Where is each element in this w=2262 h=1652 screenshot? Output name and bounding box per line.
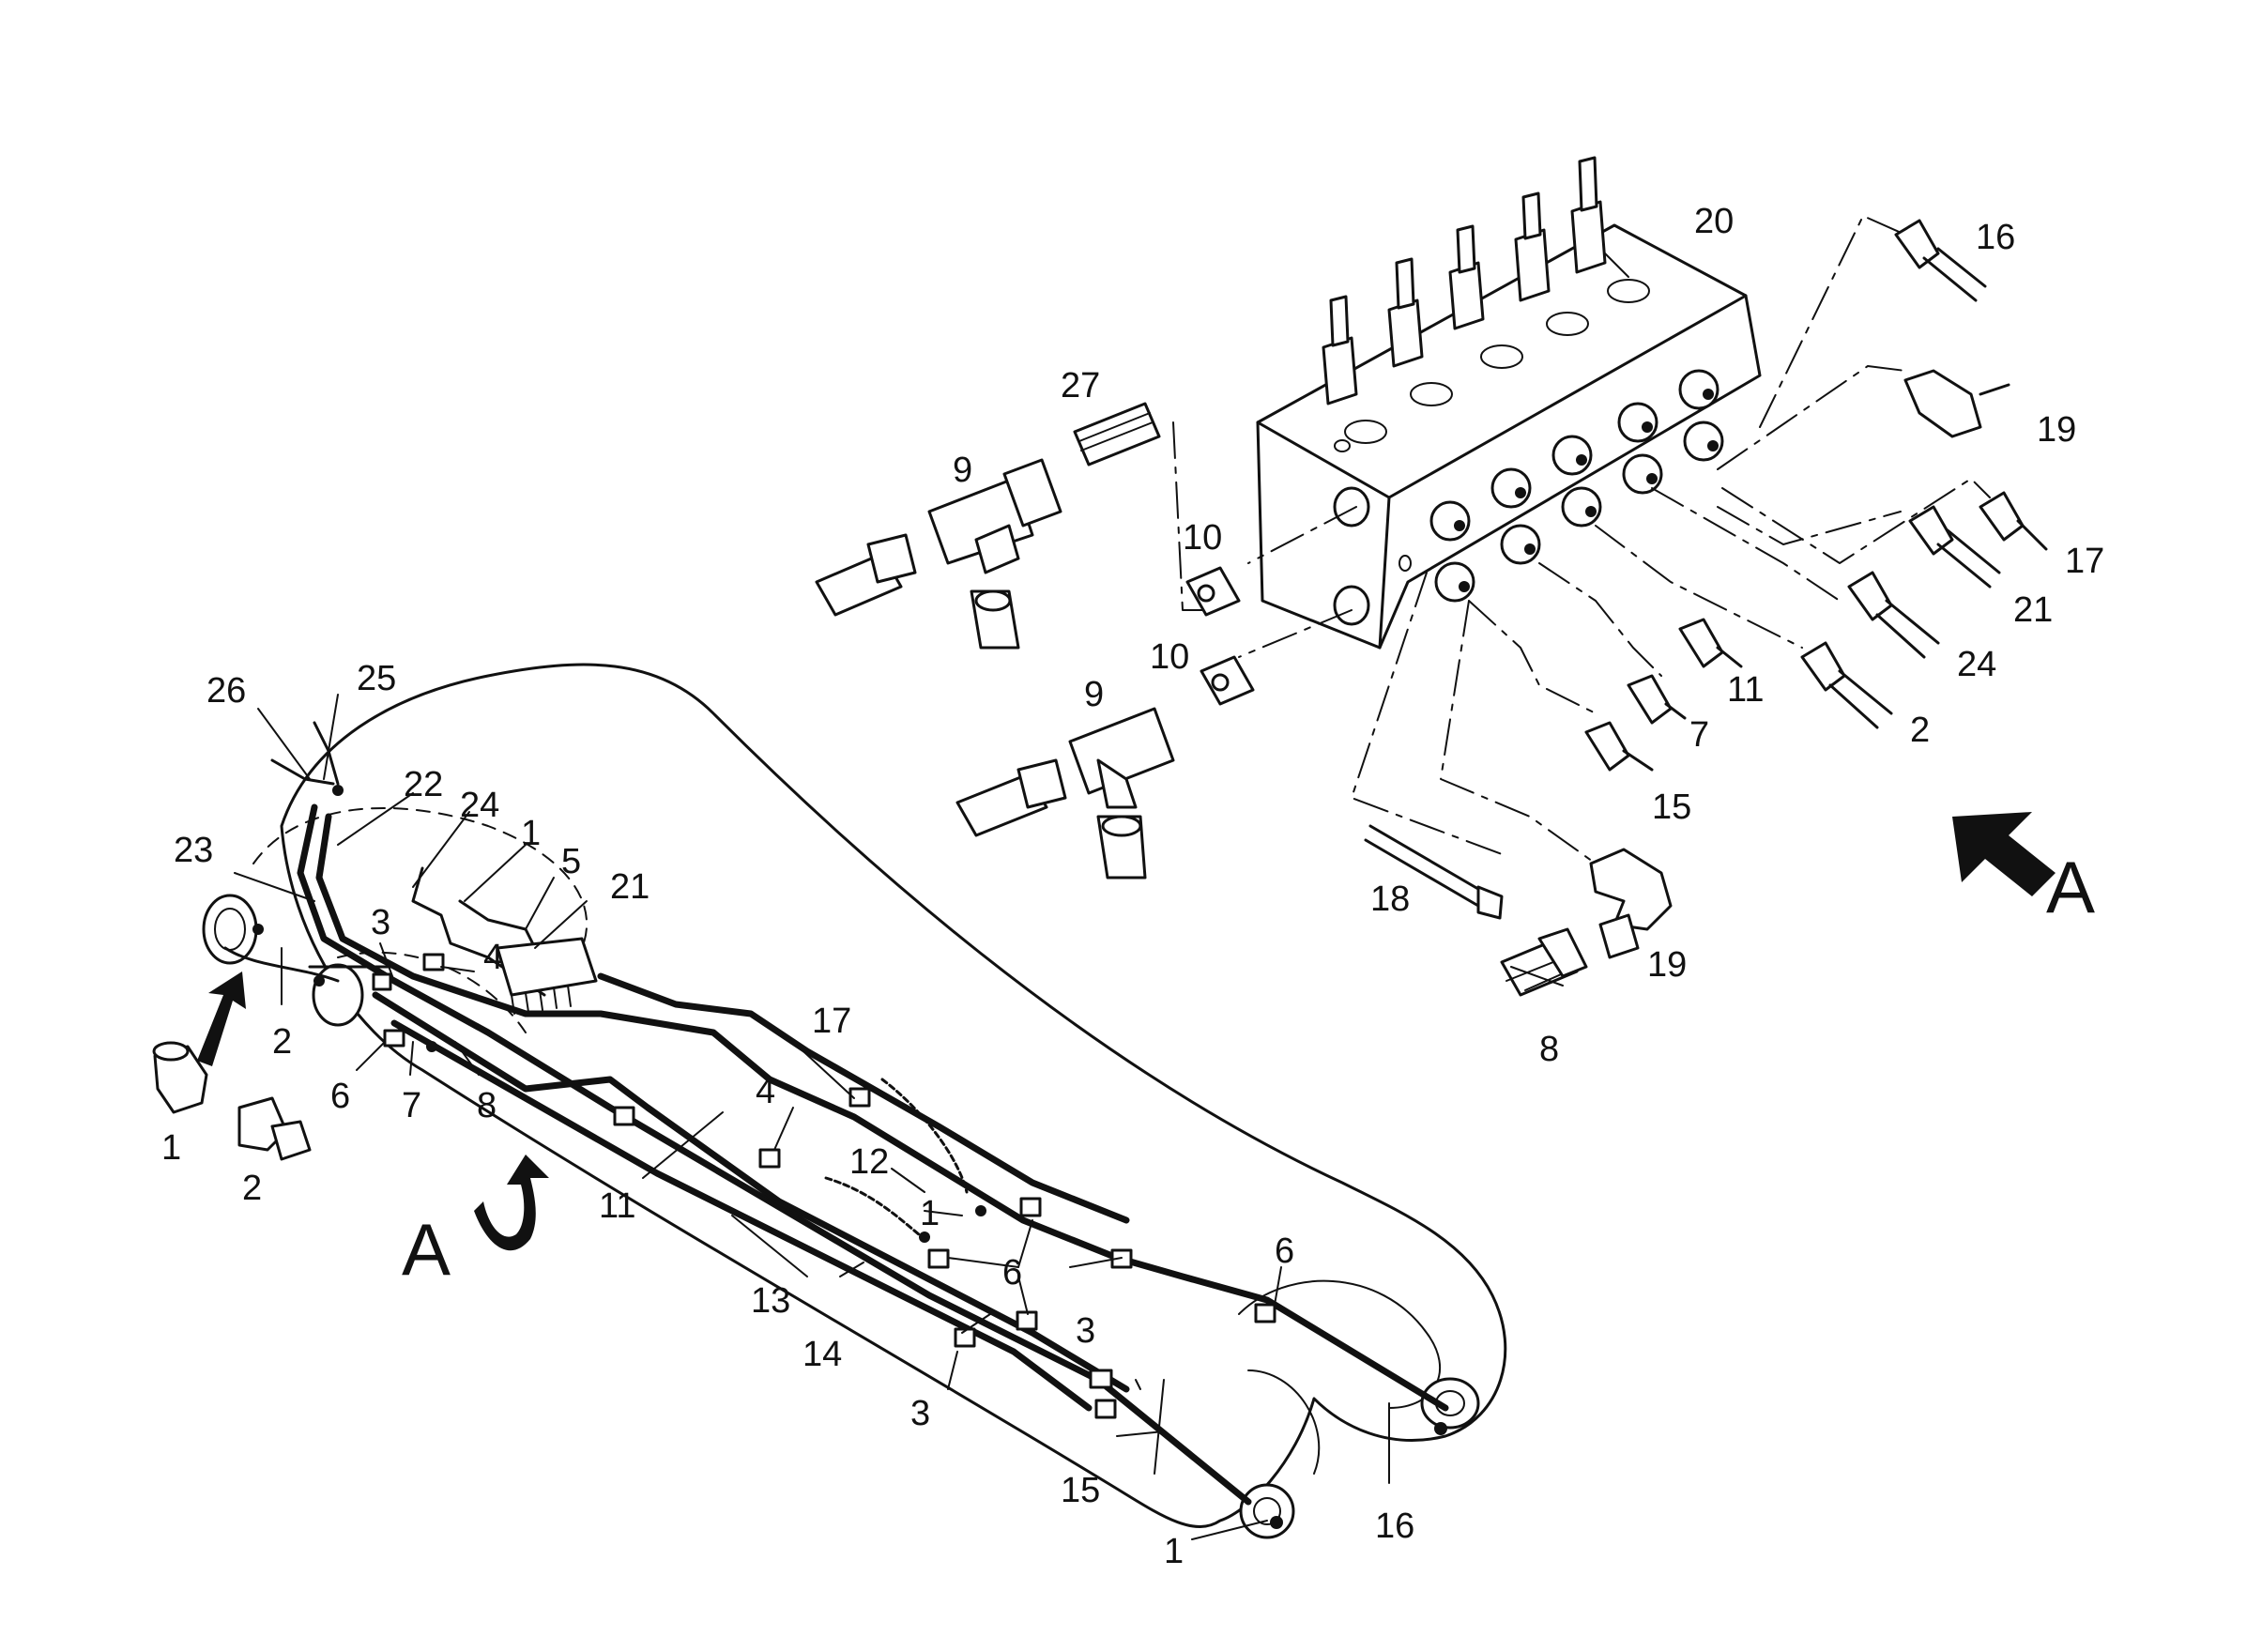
label-20: 20	[1694, 202, 1734, 241]
label-24: 24	[460, 786, 499, 825]
view-a-arrow-left	[474, 1155, 549, 1251]
boom-hydraulic-lines	[223, 721, 1449, 1529]
label-9: 9	[953, 451, 972, 490]
view-a-label: A	[402, 1208, 451, 1291]
label-7: 7	[1689, 715, 1709, 755]
part-number-labels: 26 25 22 24 23 1 5 21 3 4 2 6 7 8 1 2 A …	[161, 202, 2104, 1571]
label-11: 11	[599, 1186, 635, 1226]
label-26: 26	[206, 671, 246, 711]
label-17: 17	[812, 1002, 851, 1041]
label-5: 5	[561, 842, 581, 881]
block-leader-lines	[1172, 215, 1991, 864]
label-10: 10	[1150, 637, 1189, 677]
label-1: 1	[1164, 1532, 1184, 1571]
label-15: 15	[1652, 788, 1691, 827]
label-1: 1	[161, 1128, 181, 1168]
label-2: 2	[1910, 711, 1930, 750]
block-front-fittings	[1429, 369, 1724, 603]
label-17: 17	[2065, 542, 2104, 581]
label-4: 4	[756, 1072, 775, 1111]
label-21: 21	[2013, 590, 2053, 630]
label-10: 10	[1183, 518, 1222, 558]
label-18: 18	[1370, 880, 1410, 919]
block-loose-fittings	[1364, 219, 2048, 997]
label-24: 24	[1957, 645, 1996, 684]
label-16: 16	[1976, 218, 2015, 257]
label-6: 6	[1002, 1253, 1022, 1293]
label-8: 8	[1539, 1030, 1559, 1069]
label-25: 25	[357, 659, 396, 698]
view-a-label: A	[2046, 846, 2095, 928]
valve-block	[1256, 156, 1762, 650]
label-11: 11	[1727, 670, 1764, 710]
label-27: 27	[1061, 366, 1100, 405]
label-21: 21	[610, 867, 650, 907]
label-19: 19	[1647, 945, 1687, 985]
label-15: 15	[1061, 1471, 1100, 1510]
label-14: 14	[802, 1335, 842, 1374]
label-9: 9	[1084, 675, 1104, 714]
label-3: 3	[371, 903, 390, 942]
label-12: 12	[849, 1142, 889, 1182]
label-23: 23	[174, 831, 213, 870]
label-6: 6	[330, 1077, 350, 1116]
label-2: 2	[272, 1022, 292, 1062]
label-3: 3	[910, 1394, 930, 1433]
left-loose-fittings	[152, 971, 312, 1161]
label-2: 2	[242, 1169, 262, 1208]
label-19: 19	[2037, 410, 2076, 450]
label-1: 1	[920, 1194, 940, 1233]
label-13: 13	[751, 1281, 790, 1321]
label-7: 7	[402, 1086, 421, 1125]
block-left-fittings	[815, 402, 1255, 880]
label-16: 16	[1375, 1507, 1414, 1546]
label-6: 6	[1275, 1231, 1294, 1271]
view-a-arrow-right	[1952, 812, 2056, 896]
label-8: 8	[477, 1086, 497, 1125]
label-22: 22	[404, 765, 443, 804]
label-leaders	[234, 252, 1629, 1540]
label-3: 3	[1076, 1311, 1095, 1351]
label-4: 4	[483, 938, 503, 977]
label-1: 1	[521, 814, 541, 853]
